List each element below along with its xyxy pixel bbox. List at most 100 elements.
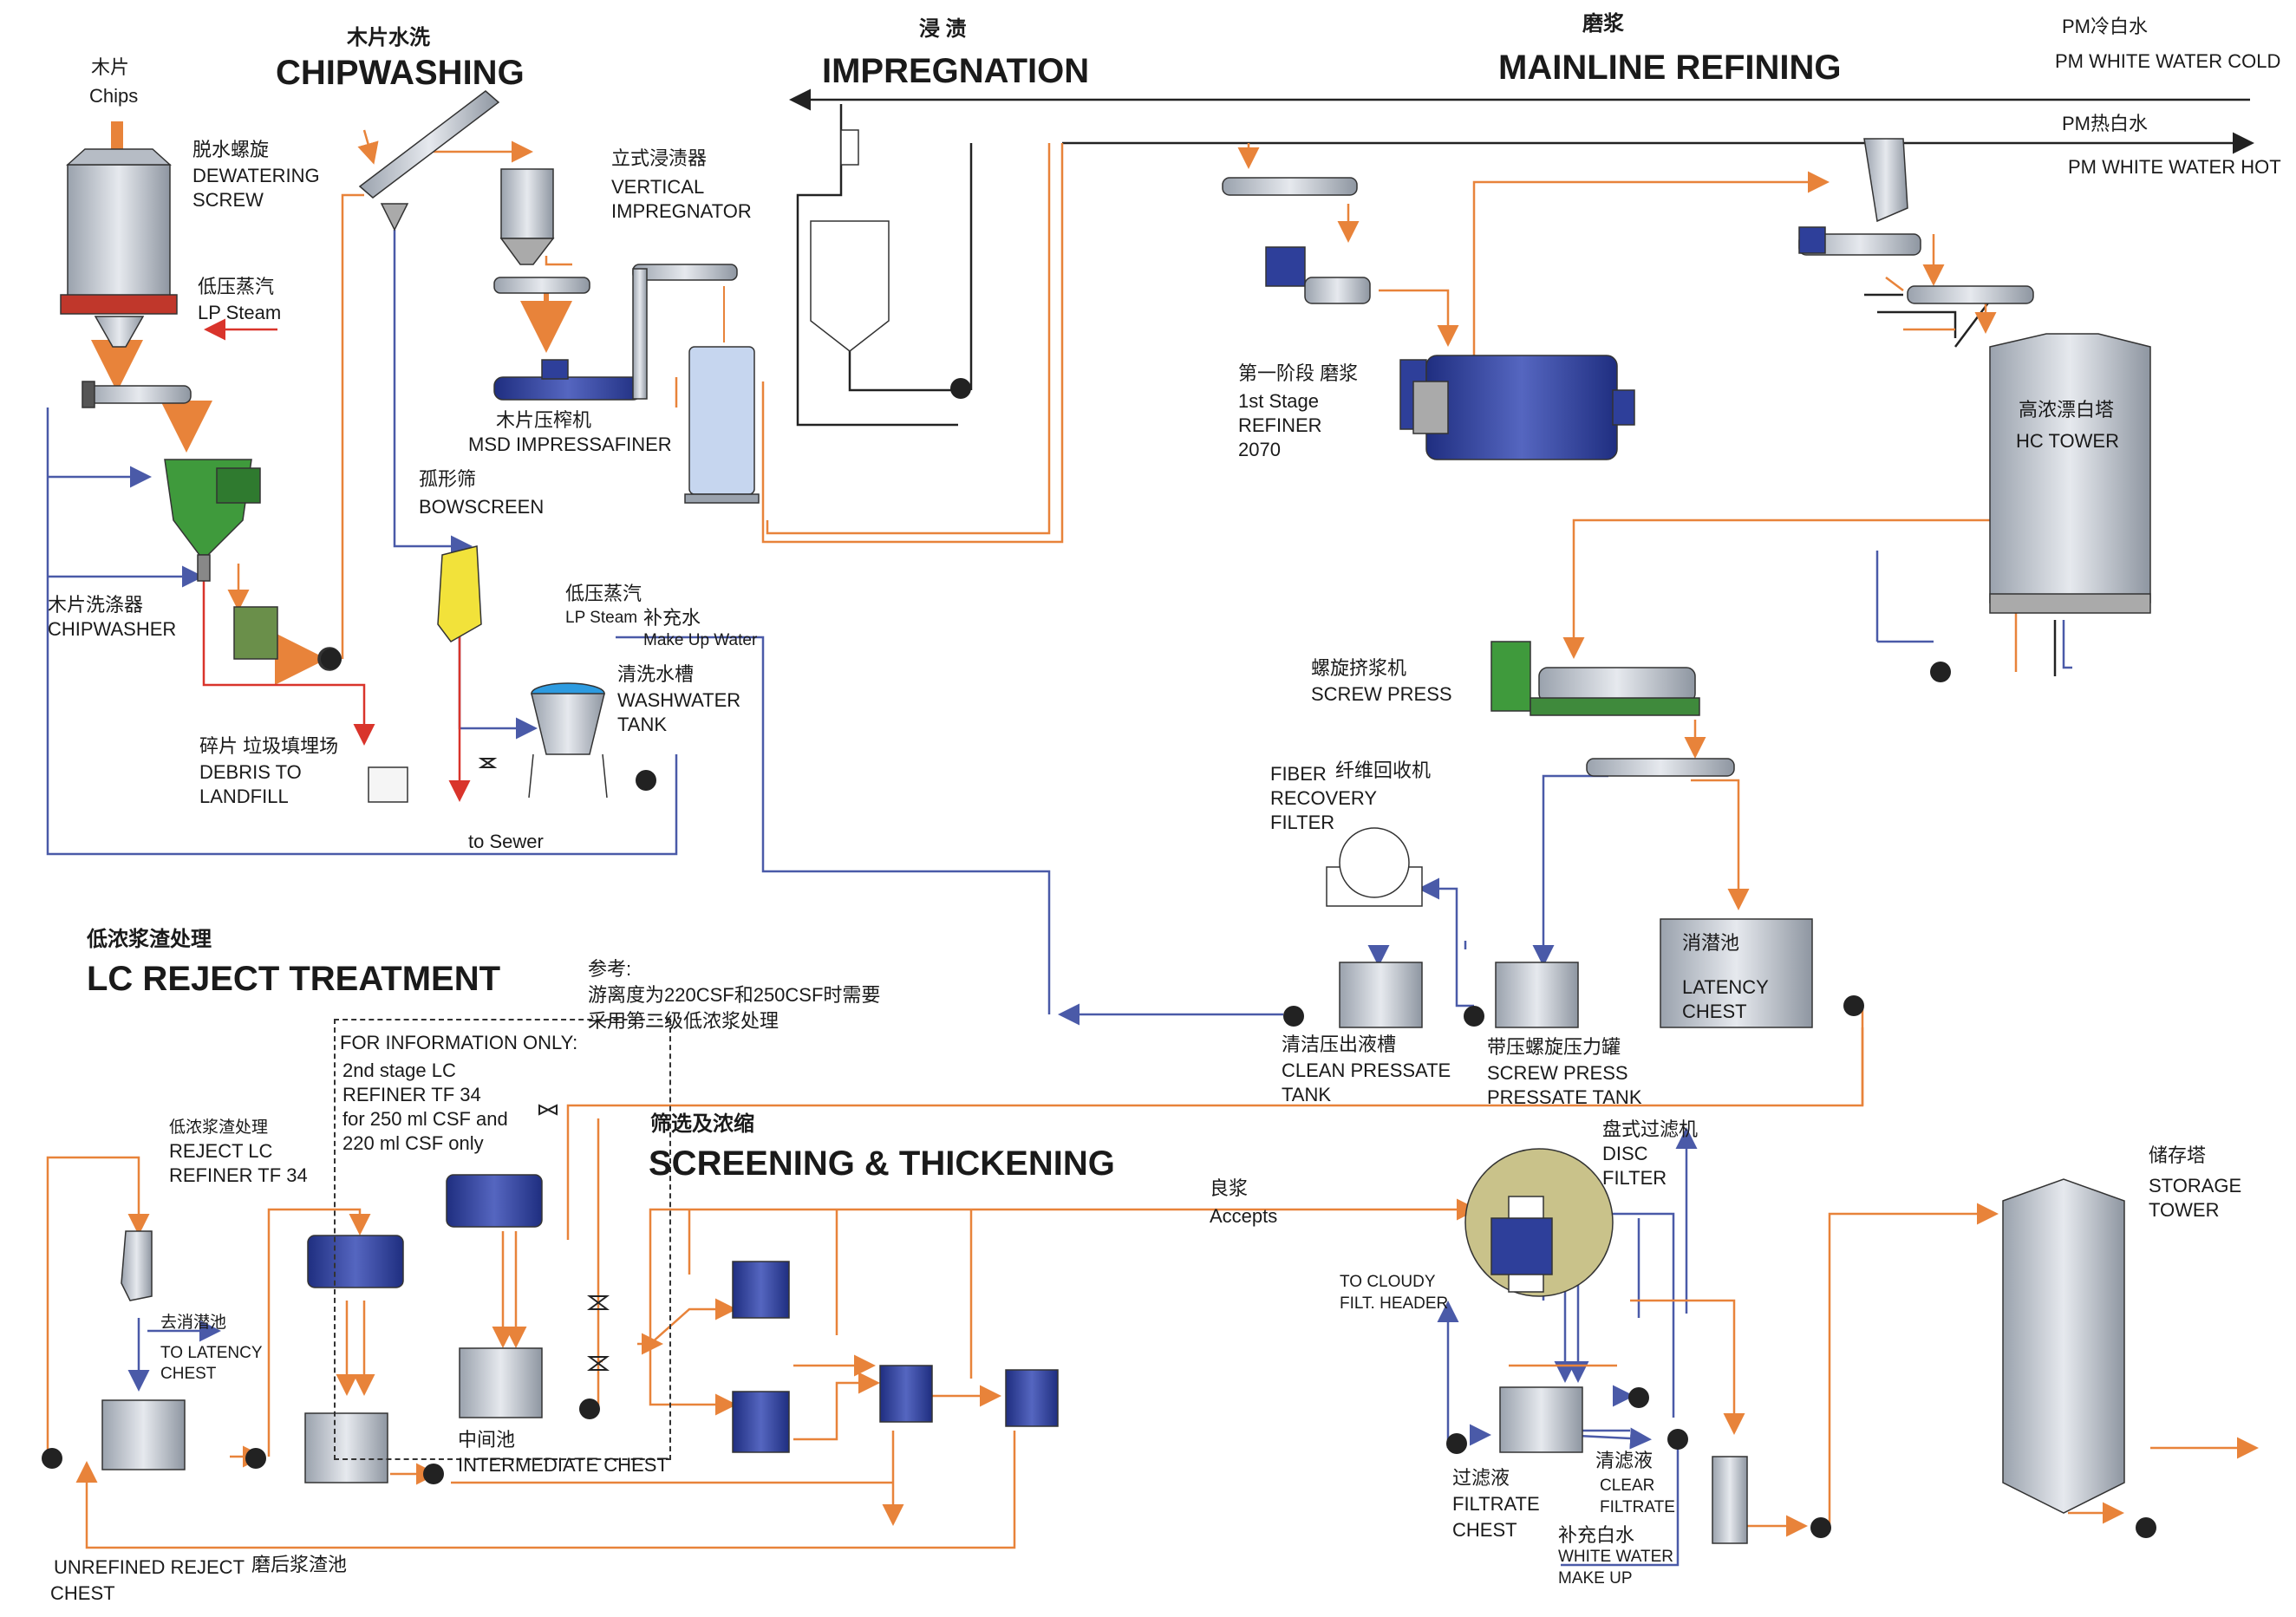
storage-label-2: TOWER <box>2149 1199 2220 1221</box>
storage-pump-column <box>1712 1456 1748 1544</box>
chipwasher <box>164 459 261 582</box>
reject-refiner-bin <box>121 1230 153 1301</box>
hc-tower <box>1989 333 2151 614</box>
tosewer-label: to Sewer <box>468 831 544 852</box>
pump-icon <box>42 1448 62 1469</box>
reject-label-2: REFINER TF 34 <box>169 1164 308 1186</box>
screw-press-pressate-tank <box>1495 962 1579 1028</box>
postrefine-label-cn: 磨后浆渣池 <box>251 1554 348 1575</box>
latency-label-cn: 消潜池 <box>1682 932 1740 954</box>
latency-label-2: CHEST <box>1682 1001 1747 1022</box>
dewatering-screw-silo <box>60 148 178 348</box>
storage-label-cn: 储存塔 <box>2149 1144 2207 1166</box>
lc-title: LC REJECT TREATMENT <box>87 960 501 998</box>
info-line-1: FOR INFORMATION ONLY: <box>340 1032 578 1053</box>
inclined-screw <box>358 90 500 231</box>
vimp-label-1: VERTICAL <box>611 176 705 198</box>
storage-label-1: STORAGE <box>2149 1175 2242 1196</box>
note-line-2: 游离度为220CSF和250CSF时需要 <box>588 984 881 1006</box>
fiber-label-cn: 纤维回收机 <box>1335 760 1432 781</box>
latency-label-1: LATENCY <box>1682 976 1769 998</box>
intermediate-chest-tank <box>459 1347 543 1418</box>
clean-label-1: CLEAN PRESSATE <box>1282 1060 1451 1081</box>
pump-icon <box>2136 1517 2156 1538</box>
pump-icon <box>423 1464 444 1484</box>
refiner-label-cn: 第一阶段 磨浆 <box>1238 362 1359 384</box>
pump-icon <box>1930 662 1951 682</box>
chipwashing-title: CHIPWASHING <box>276 54 525 92</box>
mainline-title-cn: 磨浆 <box>1582 12 1624 36</box>
equipment <box>60 90 2151 1544</box>
valve-icon <box>478 758 498 768</box>
pump-icon <box>950 378 971 399</box>
bowscreen <box>437 545 482 642</box>
pump-icon <box>1446 1433 1467 1454</box>
accepts-label-cn: 良浆 <box>1210 1177 1249 1199</box>
debris-label-2: LANDFILL <box>199 786 289 807</box>
washwater-label-cn: 清洗水槽 <box>617 663 695 685</box>
reject-label-1: REJECT LC <box>169 1140 273 1162</box>
post-refining-reject-chest <box>304 1412 388 1483</box>
chip-bin-2 <box>499 168 555 265</box>
pump-icon <box>245 1448 266 1469</box>
lc-title-cn: 低浓浆渣处理 <box>87 928 212 951</box>
filtrate-label-1: FILTRATE <box>1452 1493 1540 1515</box>
pressurized-cyclone <box>1798 138 1921 256</box>
debris-bin <box>368 766 408 803</box>
refiner-feed-screw <box>1222 177 1358 196</box>
vertical-impregnator-tank <box>684 346 760 504</box>
pmhot-label-cn: PM热白水 <box>2062 113 2149 134</box>
pump-icon <box>1628 1387 1649 1408</box>
impregnation-title-cn: 浸 渍 <box>919 17 967 41</box>
note-line-1: 参考: <box>588 958 632 980</box>
lpsteam2-label: LP Steam <box>565 609 638 627</box>
pump-icon <box>1667 1429 1688 1450</box>
impregnation-vessel <box>810 129 890 352</box>
unrefined-reject-chest <box>101 1399 186 1470</box>
filtrate-label-cn: 过滤液 <box>1452 1467 1510 1489</box>
unrefined-label-2: CHEST <box>50 1582 115 1604</box>
pmcold-label-cn: PM冷白水 <box>2062 16 2149 37</box>
mainline-title: MAINLINE REFINING <box>1498 49 1842 87</box>
info-line-3: REFINER TF 34 <box>342 1084 481 1105</box>
main-refiner-2070 <box>1399 355 1635 460</box>
sp-tank-label-cn: 带压螺旋压力罐 <box>1487 1036 1621 1058</box>
secondary-screen <box>879 1365 933 1423</box>
sp-tank-label-1: SCREW PRESS <box>1487 1062 1628 1084</box>
clean-pressate-tank <box>1339 962 1423 1028</box>
flow-lines <box>46 88 2259 1567</box>
bowscreen-label-cn: 孤形筛 <box>419 468 477 490</box>
lpsteam2-label-cn: 低压蒸汽 <box>565 583 642 604</box>
disc-label-2: FILTER <box>1602 1167 1667 1189</box>
cloudy-label-2: FILT. HEADER <box>1340 1294 1449 1313</box>
wwmakeup-label-cn: 补充白水 <box>1558 1524 1635 1546</box>
wwmakeup-label-1: WHITE WATER <box>1558 1548 1673 1566</box>
makeup-label-cn: 补充水 <box>643 607 701 629</box>
refiner-label-2: REFINER <box>1238 414 1322 436</box>
chipwashing-title-cn: 木片水洗 <box>347 26 430 49</box>
chips-label-cn: 木片 <box>91 56 130 78</box>
tolatency-label-2: CHEST <box>160 1365 217 1383</box>
hctower-label-cn: 高浓漂白塔 <box>2019 399 2115 421</box>
vimp-label-2: IMPREGNATOR <box>611 200 752 222</box>
disc-label-cn: 盘式过滤机 <box>1602 1118 1699 1140</box>
fiber-label-3: FILTER <box>1270 812 1335 833</box>
storage-tower-vessel <box>2002 1178 2125 1514</box>
valve-icon <box>587 1295 610 1310</box>
lpsteam1-label-cn: 低压蒸汽 <box>198 276 275 297</box>
pmhot-label: PM WHITE WATER HOT <box>2068 156 2281 178</box>
filtrate-chest-tank <box>1499 1386 1583 1453</box>
refiner-plug-screw <box>1265 246 1371 304</box>
chips-label: Chips <box>89 85 139 107</box>
primary-screen-1 <box>732 1261 790 1319</box>
screw-conveyor-1 <box>82 381 192 408</box>
debris-label-cn: 碎片 垃圾填埋场 <box>199 735 339 757</box>
chipwasher-label: CHIPWASHER <box>48 618 177 640</box>
valves <box>478 758 610 1371</box>
tolatency-label-cn: 去消潜池 <box>160 1314 227 1332</box>
pump-icon <box>579 1399 600 1419</box>
sp-tank-label-2: PRESSATE TANK <box>1487 1086 1642 1108</box>
pump-icon <box>1810 1517 1831 1538</box>
pumps <box>42 378 2156 1538</box>
screw-conveyor-2 <box>493 277 590 294</box>
